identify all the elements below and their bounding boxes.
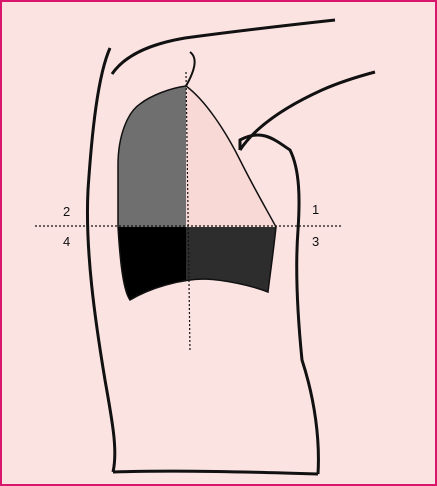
label-q1: 1 (312, 202, 319, 217)
label-q2: 2 (63, 204, 70, 219)
body-outline-left (87, 48, 114, 472)
body-outline-base (113, 471, 318, 474)
shoulder-inner-contour (186, 52, 195, 86)
quadrant-upper-left (118, 86, 186, 227)
arm-contour (240, 72, 375, 150)
label-q4: 4 (63, 234, 70, 249)
label-q3: 3 (312, 234, 319, 249)
quadrant-upper-right (186, 86, 276, 227)
neck-contour (112, 20, 335, 74)
